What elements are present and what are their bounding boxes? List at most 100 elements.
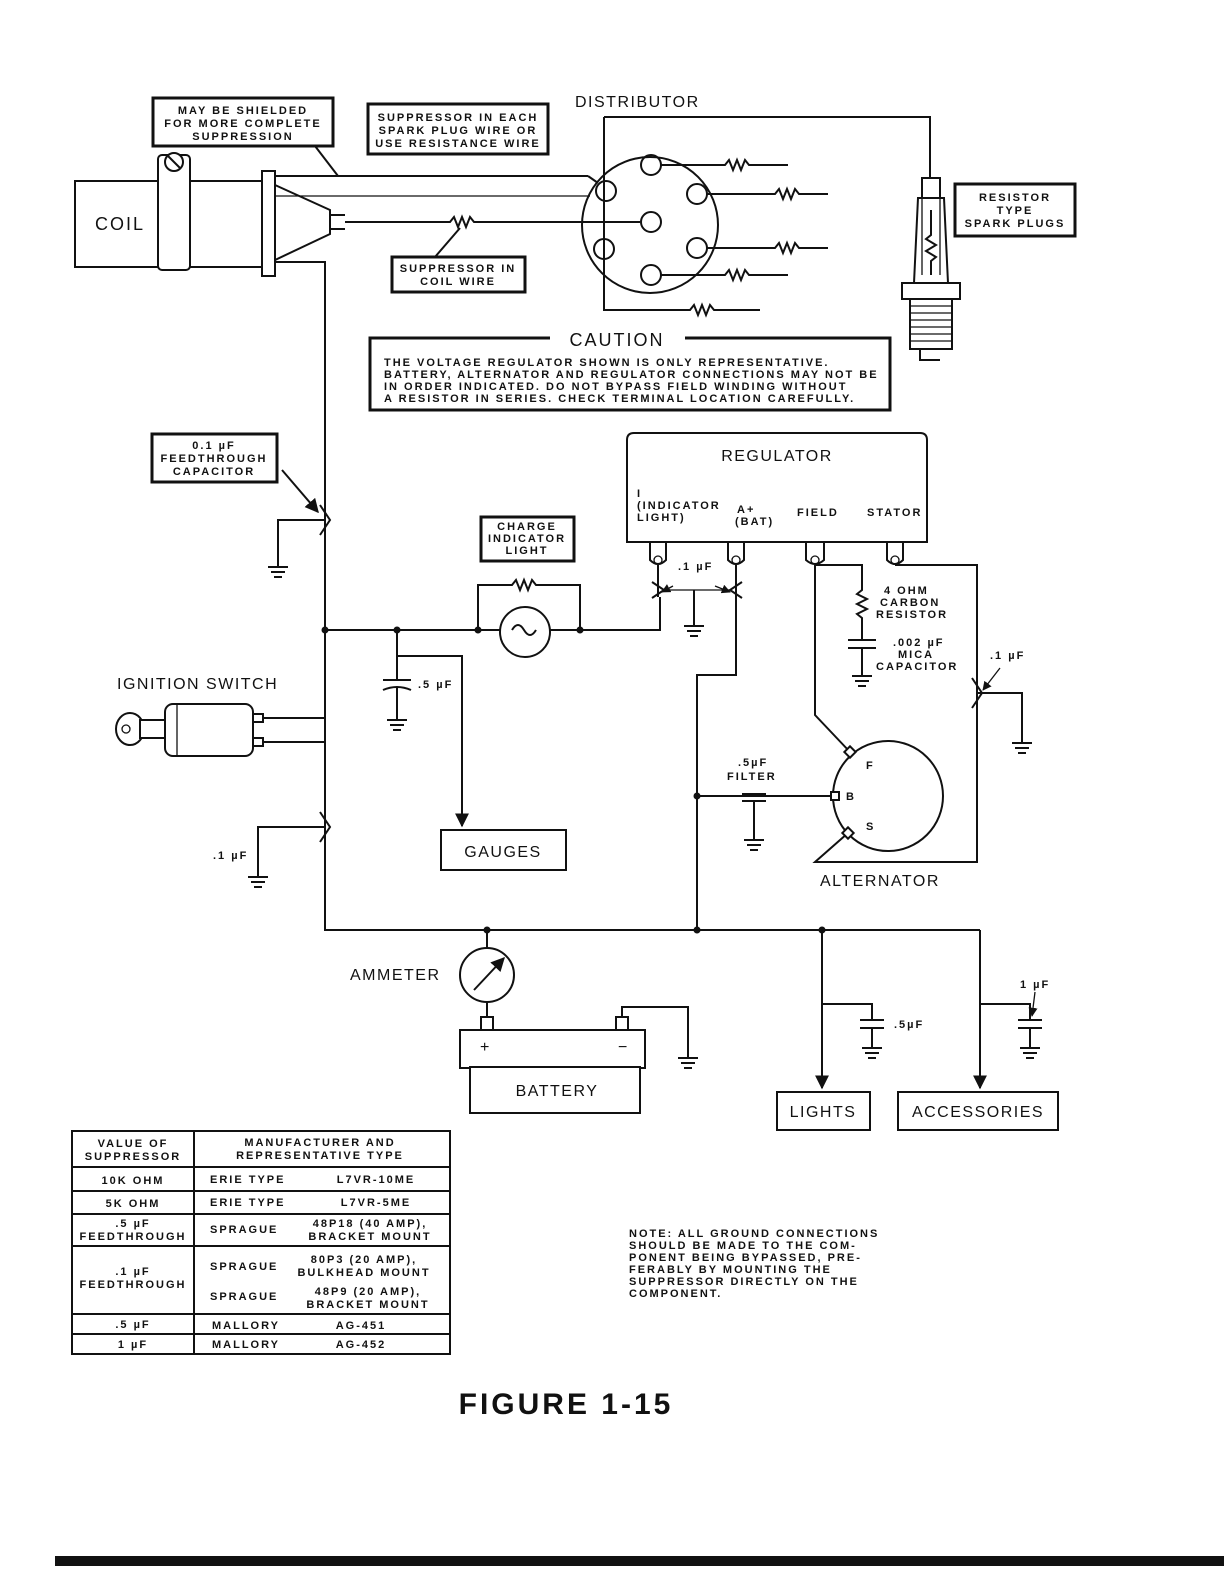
svg-text:−: − xyxy=(618,1039,629,1056)
svg-text:FEEDTHROUGH: FEEDTHROUGH xyxy=(80,1231,187,1243)
coil-suppressor-note: SUPPRESSOR IN COIL WIRE xyxy=(390,227,527,294)
svg-text:SUPPRESSOR IN EACH: SUPPRESSOR IN EACH xyxy=(378,112,539,124)
suppressor-table: VALUE OF SUPPRESSOR MANUFACTURER AND REP… xyxy=(71,1130,451,1355)
svg-text:TYPE: TYPE xyxy=(997,205,1034,217)
svg-text:A RESISTOR IN SERIES. CHECK TE: A RESISTOR IN SERIES. CHECK TERMINAL LOC… xyxy=(384,393,855,405)
svg-text:B: B xyxy=(846,791,856,803)
coil-label: COIL xyxy=(95,214,145,234)
svg-text:SUPPRESSOR IN: SUPPRESSOR IN xyxy=(400,263,516,275)
svg-text:.5 µF: .5 µF xyxy=(115,1218,150,1230)
svg-text:S: S xyxy=(866,821,875,833)
svg-text:COIL WIRE: COIL WIRE xyxy=(420,276,496,288)
spark-suppressor-note: SUPPRESSOR IN EACH SPARK PLUG WIRE OR US… xyxy=(366,102,550,156)
accessories-box: ACCESSORIES xyxy=(897,1091,1059,1131)
svg-text:SUPPRESSOR: SUPPRESSOR xyxy=(85,1151,181,1163)
svg-text:NOTE: ALL GROUND CONNECTIONS: NOTE: ALL GROUND CONNECTIONS xyxy=(629,1228,879,1240)
svg-text:AMMETER: AMMETER xyxy=(350,967,441,984)
svg-text:FILTER: FILTER xyxy=(727,771,777,783)
svg-text:CARBON: CARBON xyxy=(880,597,940,609)
svg-text:4 OHM: 4 OHM xyxy=(884,585,929,597)
svg-text:MICA: MICA xyxy=(898,649,934,661)
svg-text:SHOULD BE MADE TO THE COM-: SHOULD BE MADE TO THE COM- xyxy=(629,1240,857,1252)
svg-text:STATOR: STATOR xyxy=(867,507,922,519)
svg-text:1 µF: 1 µF xyxy=(1020,979,1050,991)
svg-text:.5µF: .5µF xyxy=(738,757,768,769)
svg-text:.1 µF: .1 µF xyxy=(115,1266,150,1278)
svg-text:FIELD: FIELD xyxy=(797,507,839,519)
bottom-rule xyxy=(55,1556,1224,1566)
svg-text:REPRESENTATIVE TYPE: REPRESENTATIVE TYPE xyxy=(236,1150,404,1162)
ignition-switch: IGNITION SWITCH xyxy=(115,676,325,757)
svg-text:BATTERY, ALTERNATOR AND REGULA: BATTERY, ALTERNATOR AND REGULATOR CONNEC… xyxy=(384,369,879,381)
svg-text:BRACKET MOUNT: BRACKET MOUNT xyxy=(306,1299,429,1311)
caution-box: CAUTION THE VOLTAGE REGULATOR SHOWN IS O… xyxy=(368,328,892,412)
svg-text:SUPPRESSOR DIRECTLY ON THE: SUPPRESSOR DIRECTLY ON THE xyxy=(629,1276,859,1288)
svg-text:LIGHT: LIGHT xyxy=(506,545,549,557)
svg-text:DISTRIBUTOR: DISTRIBUTOR xyxy=(575,94,700,111)
svg-text:ACCESSORIES: ACCESSORIES xyxy=(912,1104,1044,1121)
svg-text:VALUE OF: VALUE OF xyxy=(98,1138,169,1150)
svg-text:FERABLY BY MOUNTING THE: FERABLY BY MOUNTING THE xyxy=(629,1264,832,1276)
shield-note: MAY BE SHIELDED FOR MORE COMPLETE SUPPRE… xyxy=(151,96,339,177)
svg-text:.5µF: .5µF xyxy=(894,1019,924,1031)
svg-text:FOR MORE COMPLETE: FOR MORE COMPLETE xyxy=(164,118,321,130)
svg-text:SPARK PLUGS: SPARK PLUGS xyxy=(965,218,1066,230)
svg-text:INDICATOR: INDICATOR xyxy=(488,533,566,545)
svg-text:CAPACITOR: CAPACITOR xyxy=(876,661,958,673)
svg-text:AG-451: AG-451 xyxy=(336,1320,387,1332)
svg-text:SPRAGUE: SPRAGUE xyxy=(210,1261,278,1273)
svg-text:MALLORY: MALLORY xyxy=(212,1339,280,1351)
figure-caption: FIGURE 1-15 xyxy=(459,1388,674,1421)
svg-text:0.1 µF: 0.1 µF xyxy=(192,440,235,452)
lights-box: LIGHTS xyxy=(776,1091,871,1131)
svg-text:FEEDTHROUGH: FEEDTHROUGH xyxy=(80,1279,187,1291)
svg-text:5K OHM: 5K OHM xyxy=(106,1198,161,1210)
ammeter: AMMETER xyxy=(350,930,515,1020)
svg-text:+: + xyxy=(480,1039,491,1056)
svg-text:ALTERNATOR: ALTERNATOR xyxy=(820,873,940,890)
svg-text:F: F xyxy=(866,760,875,772)
svg-text:L7VR-10ME: L7VR-10ME xyxy=(337,1174,416,1186)
svg-text:THE VOLTAGE REGULATOR SHOWN IS: THE VOLTAGE REGULATOR SHOWN IS ONLY REPR… xyxy=(384,357,829,369)
alternator: F B S ALTERNATOR xyxy=(820,740,944,890)
svg-text:CHARGE: CHARGE xyxy=(497,521,557,533)
distributor: DISTRIBUTOR xyxy=(575,94,931,318)
svg-text:CAPACITOR: CAPACITOR xyxy=(173,466,255,478)
svg-text:BRACKET MOUNT: BRACKET MOUNT xyxy=(308,1231,431,1243)
svg-text:.5 µF: .5 µF xyxy=(115,1319,150,1331)
svg-text:PONENT BEING BYPASSED, PRE-: PONENT BEING BYPASSED, PRE- xyxy=(629,1252,862,1264)
svg-text:(INDICATOR: (INDICATOR xyxy=(637,500,721,512)
svg-text:10K OHM: 10K OHM xyxy=(102,1175,165,1187)
svg-text:IN ORDER INDICATED. DO NOT BYP: IN ORDER INDICATED. DO NOT BYPASS FIELD … xyxy=(384,381,847,393)
svg-text:.002 µF: .002 µF xyxy=(893,637,945,649)
svg-text:RESISTOR: RESISTOR xyxy=(979,192,1051,204)
svg-text:SPARK PLUG WIRE OR: SPARK PLUG WIRE OR xyxy=(379,125,538,137)
svg-text:.1 µF: .1 µF xyxy=(213,850,248,862)
svg-text:.1 µF: .1 µF xyxy=(990,650,1025,662)
regulator: REGULATOR I (INDICATOR LIGHT) A+ (BAT) F… xyxy=(626,432,928,565)
svg-text:AG-452: AG-452 xyxy=(336,1339,387,1351)
svg-text:CAUTION: CAUTION xyxy=(570,330,665,350)
svg-text:COMPONENT.: COMPONENT. xyxy=(629,1288,722,1300)
svg-text:SUPPRESSION: SUPPRESSION xyxy=(192,131,293,143)
svg-text:LIGHTS: LIGHTS xyxy=(790,1104,857,1121)
svg-text:MALLORY: MALLORY xyxy=(212,1320,280,1332)
ground-note: NOTE: ALL GROUND CONNECTIONS SHOULD BE M… xyxy=(629,1228,879,1300)
coil: COIL xyxy=(74,152,345,277)
svg-text:ERIE TYPE: ERIE TYPE xyxy=(210,1174,285,1186)
svg-text:USE RESISTANCE WIRE: USE RESISTANCE WIRE xyxy=(375,138,541,150)
svg-text:SPRAGUE: SPRAGUE xyxy=(210,1291,278,1303)
svg-text:BULKHEAD MOUNT: BULKHEAD MOUNT xyxy=(297,1267,430,1279)
feedthrough-note: 0.1 µF FEEDTHROUGH CAPACITOR xyxy=(150,432,319,514)
svg-text:.5 µF: .5 µF xyxy=(418,679,453,691)
svg-text:IGNITION SWITCH: IGNITION SWITCH xyxy=(117,676,278,693)
svg-text:48P18 (40 AMP),: 48P18 (40 AMP), xyxy=(313,1218,428,1230)
svg-text:MANUFACTURER AND: MANUFACTURER AND xyxy=(244,1137,395,1149)
svg-text:I: I xyxy=(637,488,642,500)
charge-indicator-light: CHARGE INDICATOR LIGHT xyxy=(477,515,661,658)
svg-text:80P3 (20 AMP),: 80P3 (20 AMP), xyxy=(311,1254,417,1266)
svg-text:1 µF: 1 µF xyxy=(118,1339,148,1351)
svg-text:A+: A+ xyxy=(737,504,755,516)
svg-text:.1 µF: .1 µF xyxy=(678,561,713,573)
